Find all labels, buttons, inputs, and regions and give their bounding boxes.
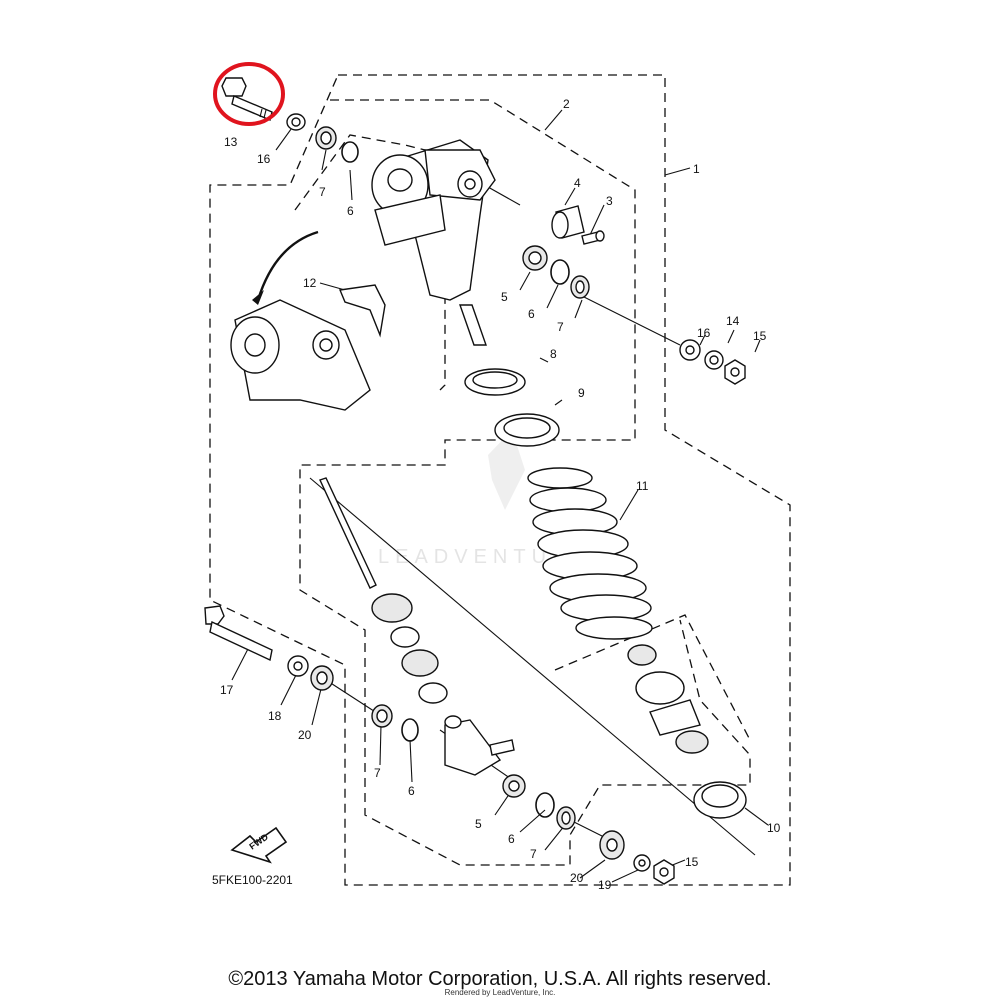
leader-lines (231, 109, 769, 883)
callout-labels: 1 2 3 4 5 6 7 8 9 10 11 12 13 14 15 15 1… (220, 97, 781, 892)
callout-8: 8 (550, 347, 557, 361)
callout-18: 18 (268, 709, 282, 723)
callout-20-left: 20 (298, 728, 312, 742)
callout-10: 10 (767, 821, 781, 835)
callout-20-right: 20 (570, 871, 584, 885)
part-7-bushing-lower[interactable] (371, 704, 393, 728)
part-4-adjuster[interactable] (551, 205, 585, 239)
part-20-collar-right[interactable] (599, 830, 625, 860)
rendered-by-credit: Rendered by LeadVenture, Inc. (444, 988, 556, 997)
part-12-inset[interactable] (230, 230, 386, 411)
part-10-lower-seat[interactable] (693, 781, 747, 819)
part-5-bushing-lower[interactable] (502, 774, 526, 798)
callout-13: 13 (224, 135, 238, 149)
callout-17: 17 (220, 683, 234, 697)
callout-16-top: 16 (257, 152, 271, 166)
callout-6-lower2: 6 (508, 832, 515, 846)
part-8-locknut[interactable] (464, 368, 526, 396)
part-7-bushing-lower2[interactable] (556, 806, 576, 830)
highlight-circle (213, 62, 285, 126)
watermark: LEADVENTURE (378, 430, 592, 568)
part-15-nut-lower[interactable] (653, 859, 675, 885)
callout-6-lower: 6 (408, 784, 415, 798)
watermark-text: LEADVENTURE (378, 546, 592, 568)
part-2-shock-body[interactable] (371, 139, 496, 346)
callout-2: 2 (563, 97, 570, 111)
part-16-collar-right[interactable] (679, 339, 701, 361)
part-6-circlip-mid[interactable] (550, 259, 570, 285)
callout-6-top: 6 (347, 204, 354, 218)
part-14-washer[interactable] (704, 350, 724, 370)
callout-7-lower2: 7 (530, 847, 537, 861)
callout-12: 12 (303, 276, 317, 290)
part-13-bolt[interactable] (221, 77, 273, 121)
callout-9: 9 (578, 386, 585, 400)
part-19-washer[interactable] (633, 854, 651, 872)
callout-4: 4 (574, 176, 581, 190)
callout-5-top: 5 (501, 290, 508, 304)
callout-7-lower: 7 (374, 766, 381, 780)
part-18-washer[interactable] (287, 655, 309, 677)
callout-1: 1 (693, 162, 700, 176)
fwd-arrow-icon: FWD (230, 826, 288, 864)
part-3-screw[interactable] (581, 230, 605, 245)
part-6-circlip-top[interactable] (341, 141, 359, 163)
callout-19: 19 (598, 878, 612, 892)
callout-15-lower: 15 (685, 855, 699, 869)
callout-16-right: 16 (697, 326, 711, 340)
part-6-circlip-lower[interactable] (401, 718, 419, 742)
damper-rod-parts[interactable] (319, 477, 515, 776)
callout-7-top: 7 (319, 185, 326, 199)
callout-3: 3 (606, 194, 613, 208)
part-7-bushing-mid[interactable] (570, 275, 590, 299)
callout-14: 14 (726, 314, 740, 328)
callout-6-mid: 6 (528, 307, 535, 321)
part-6-circlip-lower2[interactable] (535, 792, 555, 818)
part-7-bushing-top[interactable] (315, 126, 337, 150)
part-9-adjust-nut[interactable] (494, 413, 560, 447)
part-5-bushing-mid[interactable] (522, 245, 548, 271)
callout-5-lower: 5 (475, 817, 482, 831)
callout-11: 11 (636, 479, 649, 493)
bump-stop-parts[interactable] (627, 644, 709, 754)
diagram-code: 5FKE100-2201 (212, 873, 293, 887)
callout-15-right: 15 (753, 329, 767, 343)
part-16-collar-top[interactable] (286, 113, 306, 131)
callout-7-mid: 7 (557, 320, 564, 334)
part-17-bolt[interactable] (204, 605, 273, 662)
part-20-collar-left[interactable] (310, 665, 334, 691)
copyright-notice: ©2013 Yamaha Motor Corporation, U.S.A. A… (228, 968, 772, 990)
part-15-nut-right[interactable] (724, 359, 746, 385)
part-11-spring[interactable] (527, 467, 653, 640)
